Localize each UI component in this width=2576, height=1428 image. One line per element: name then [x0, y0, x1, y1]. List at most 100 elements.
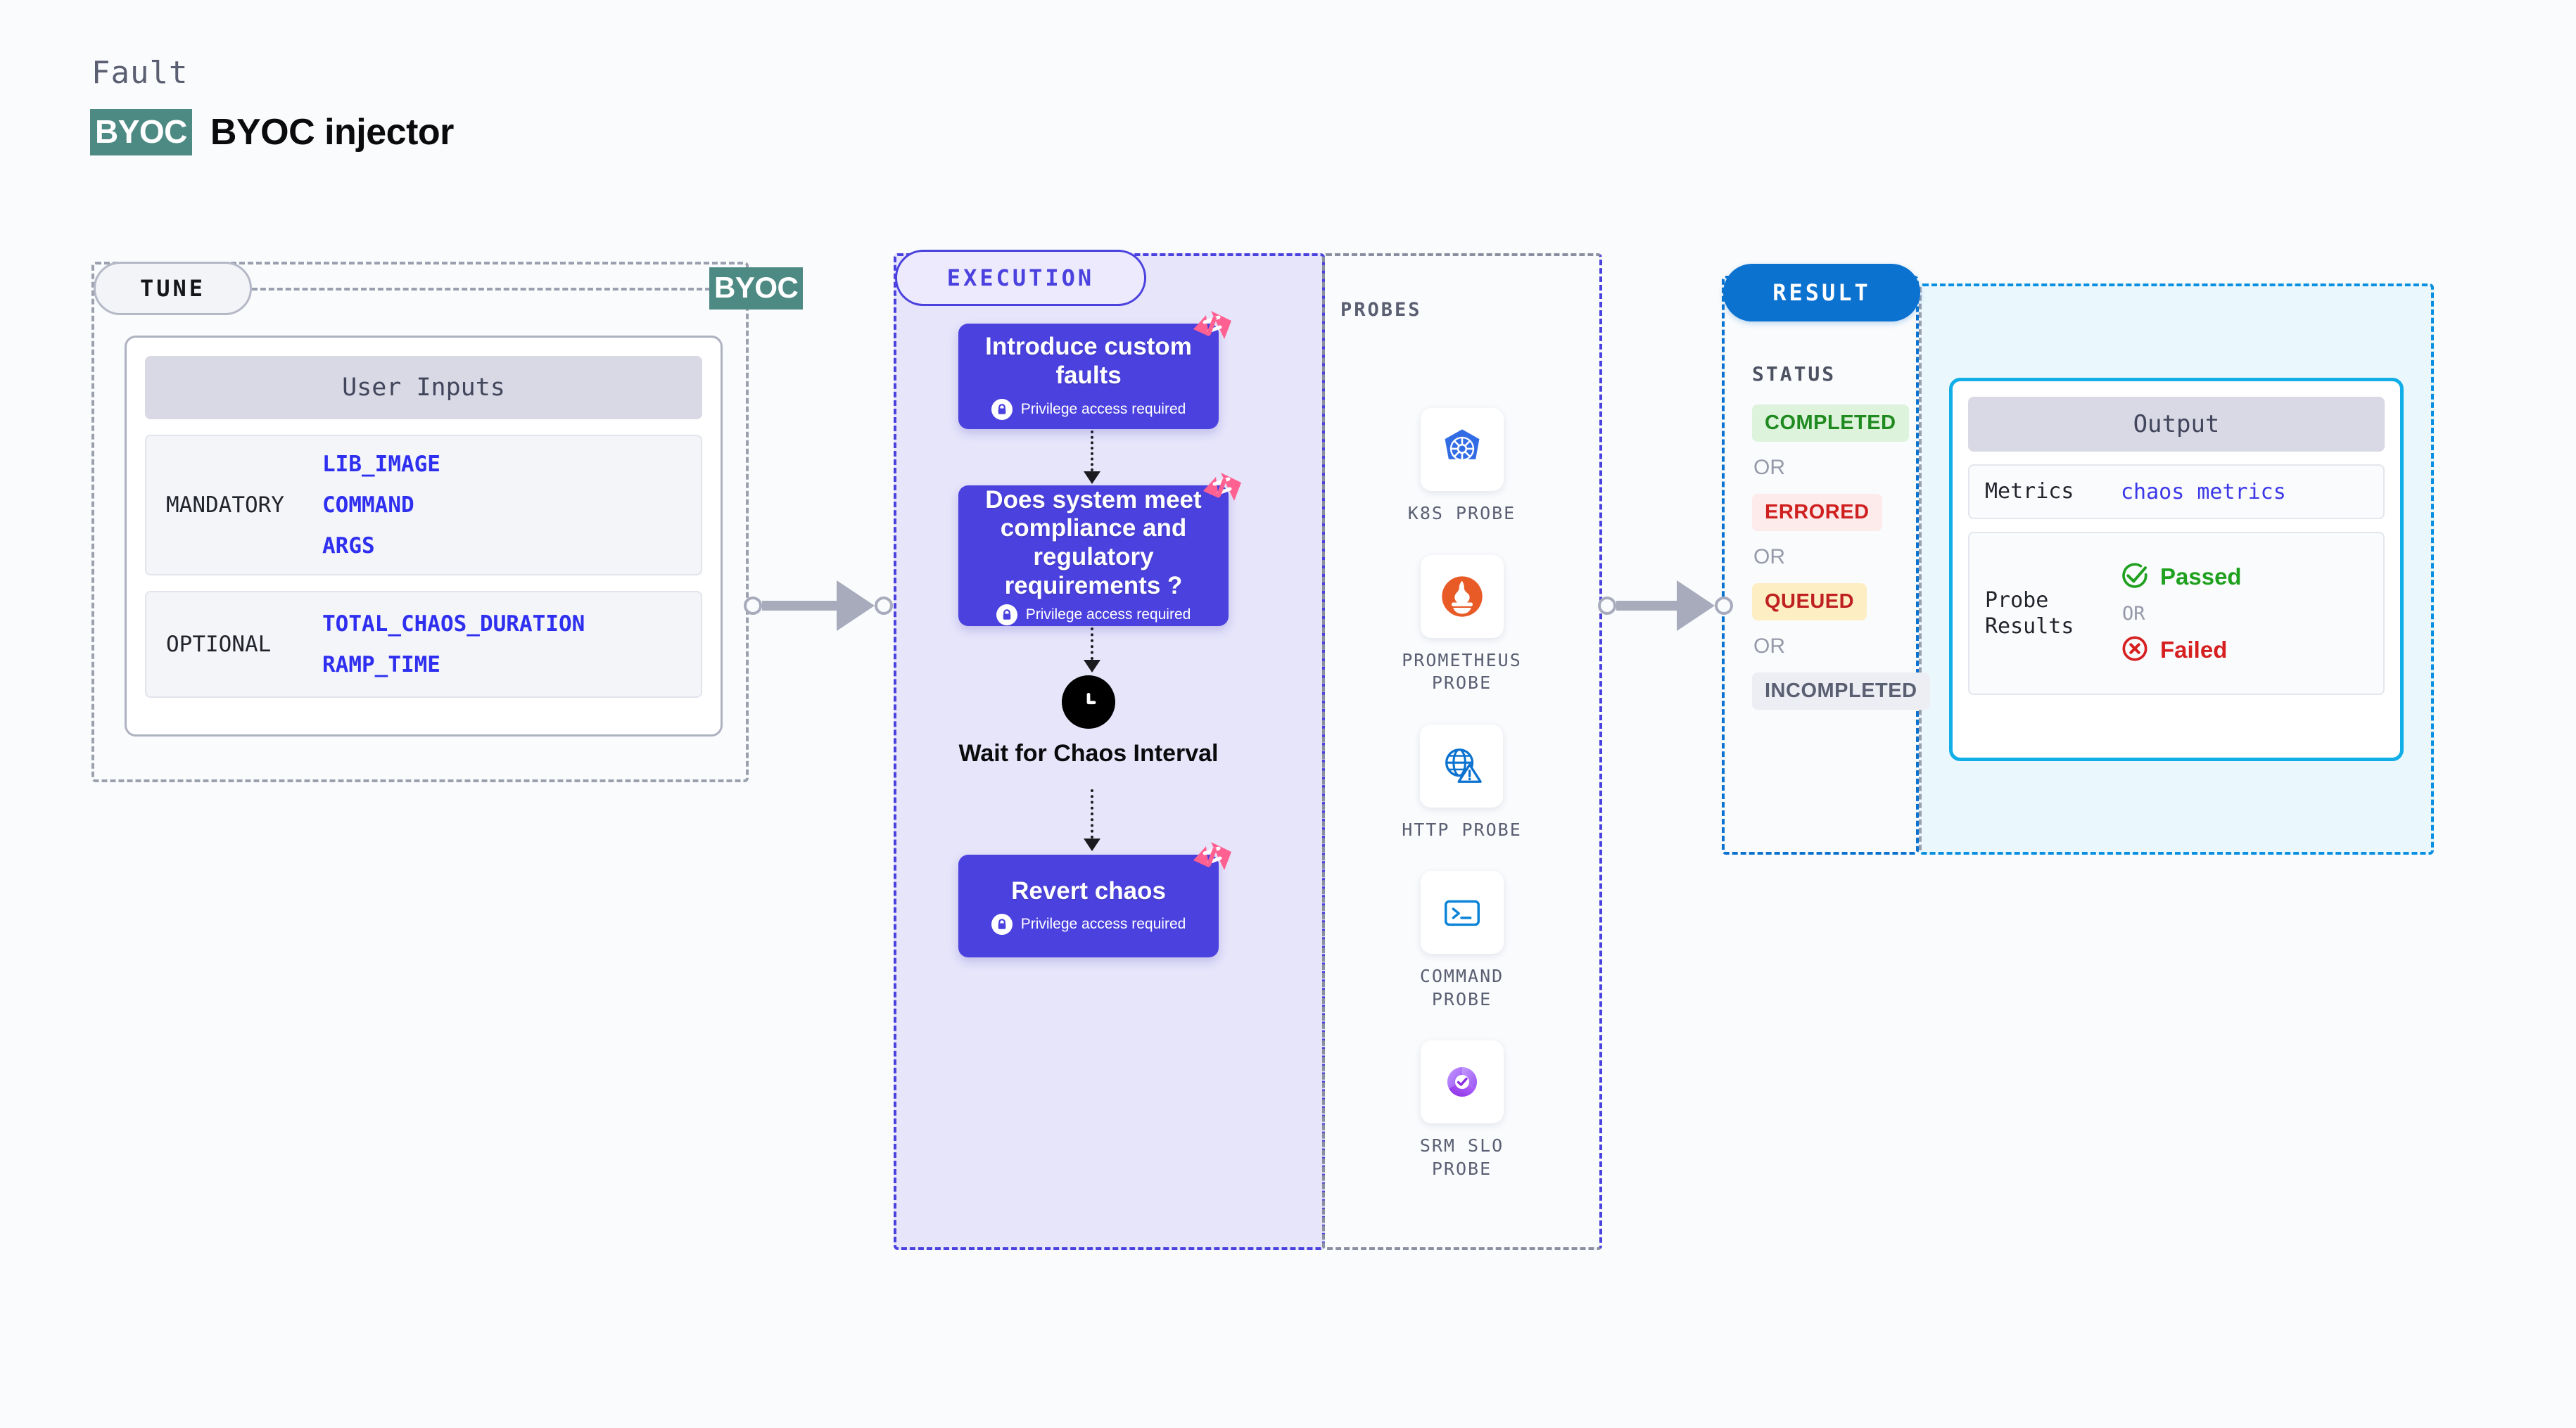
status-or-2: OR — [1753, 545, 1785, 568]
result-section-pill[interactable]: RESULT — [1723, 264, 1920, 321]
probe-label: COMMAND PROBE — [1419, 966, 1504, 1009]
connector-end-dot — [875, 597, 893, 615]
node-revert-chaos[interactable]: Revert chaos Privilege access required — [958, 842, 1231, 957]
lock-icon — [996, 604, 1017, 626]
input-lib-image[interactable]: LIB_IMAGE — [322, 452, 440, 477]
lock-icon — [991, 398, 1013, 420]
mandatory-values: LIB_IMAGE COMMAND ARGS — [322, 436, 440, 574]
node-title: Introduce custom faults — [985, 333, 1192, 389]
probe-item-http[interactable]: HTTP PROBE — [1402, 724, 1522, 842]
check-circle-icon — [2121, 561, 2149, 593]
probe-results-values: Passed OR Failed — [2121, 561, 2242, 666]
node-title: Wait for Chaos Interval — [958, 740, 1219, 767]
tune-section-pill[interactable]: TUNE — [94, 262, 252, 315]
byoc-logo-badge: BYOC — [90, 109, 192, 155]
input-args[interactable]: ARGS — [322, 533, 375, 559]
clock-icon — [1062, 675, 1115, 729]
harness-logo-icon — [1188, 839, 1234, 886]
status-or-1: OR — [1753, 456, 1785, 479]
user-inputs-title: User Inputs — [145, 356, 702, 419]
status-badge-errored: ERRORED — [1752, 494, 1882, 531]
page-title-row: BYOC BYOC injector — [90, 109, 454, 155]
privilege-note: Privilege access required — [991, 914, 1186, 936]
tune-section — [91, 262, 749, 782]
connector-arrowhead — [1677, 580, 1715, 631]
connector-arrowhead — [837, 580, 875, 631]
status-title: STATUS — [1752, 362, 1836, 385]
lock-icon — [991, 914, 1013, 936]
probe-results-or: OR — [2122, 602, 2145, 625]
probe-label: SRM SLO PROBE — [1419, 1135, 1504, 1179]
input-total-chaos-duration[interactable]: TOTAL_CHAOS_DURATION — [322, 611, 585, 637]
harness-logo-icon — [1188, 308, 1234, 355]
status-badge-completed: COMPLETED — [1752, 404, 1909, 442]
harness-logo-icon — [1198, 470, 1244, 516]
privilege-note: Privilege access required — [996, 604, 1191, 626]
optional-inputs-group: OPTIONAL TOTAL_CHAOS_DURATION RAMP_TIME — [145, 591, 702, 698]
flow-arrow-head — [1084, 660, 1100, 672]
connector-bar — [1616, 601, 1678, 611]
status-or-3: OR — [1753, 635, 1785, 658]
privilege-note-text: Privilege access required — [1025, 606, 1191, 623]
mandatory-inputs-group: MANDATORY LIB_IMAGE COMMAND ARGS — [145, 435, 702, 575]
status-list: COMPLETED OR ERRORED OR QUEUED OR INCOMP… — [1752, 404, 1930, 710]
kubernetes-icon — [1420, 408, 1504, 491]
connector-start-dot — [744, 597, 762, 615]
probe-item-k8s[interactable]: K8S PROBE — [1408, 408, 1516, 525]
flow-arrow-2 — [1084, 627, 1100, 672]
metrics-value[interactable]: chaos metrics — [2121, 479, 2286, 504]
page-title: BYOC injector — [210, 112, 455, 153]
status-badge-incompleted: INCOMPLETED — [1752, 672, 1930, 710]
probes-title: PROBES — [1340, 299, 1422, 321]
node-introduce-custom-faults[interactable]: Introduce custom faults Privilege access… — [958, 311, 1231, 429]
connector-bar — [762, 601, 838, 611]
input-ramp-time[interactable]: RAMP_TIME — [322, 652, 440, 677]
prometheus-icon — [1420, 554, 1504, 638]
byoc-edge-badge: BYOC — [709, 267, 804, 310]
output-title: Output — [1968, 397, 2385, 452]
flow-arrow-3 — [1084, 789, 1100, 851]
probe-result-passed-label: Passed — [2160, 563, 2242, 589]
page-eyebrow: Fault — [91, 55, 189, 91]
flow-arrow-1 — [1084, 431, 1100, 484]
metrics-key: Metrics — [1985, 479, 2074, 504]
execution-section-pill[interactable]: EXECUTION — [895, 250, 1146, 306]
connector-tune-to-execution — [744, 580, 893, 631]
probe-result-failed-label: Failed — [2160, 637, 2228, 663]
user-inputs-card: User Inputs MANDATORY LIB_IMAGE COMMAND … — [125, 336, 723, 737]
probe-label: PROMETHEUS PROBE — [1402, 649, 1522, 694]
flow-arrow-line — [1091, 789, 1093, 839]
flow-arrow-head — [1084, 471, 1100, 484]
probe-result-failed: Failed — [2121, 635, 2242, 666]
node-title: Does system meet compliance and regulato… — [985, 485, 1202, 599]
x-circle-icon — [2121, 635, 2149, 666]
flow-arrow-line — [1091, 627, 1093, 660]
srm-slo-icon — [1420, 1040, 1504, 1123]
input-command[interactable]: COMMAND — [322, 492, 414, 518]
flow-arrow-line — [1091, 431, 1093, 471]
node-compliance-check[interactable]: Does system meet compliance and regulato… — [958, 473, 1241, 626]
mandatory-label: MANDATORY — [166, 492, 284, 518]
privilege-note: Privilege access required — [991, 398, 1186, 420]
output-metrics-row: Metrics chaos metrics — [1968, 464, 2385, 519]
probe-item-command[interactable]: COMMAND PROBE — [1400, 871, 1523, 1011]
status-badge-queued: QUEUED — [1752, 583, 1867, 620]
optional-values: TOTAL_CHAOS_DURATION RAMP_TIME — [322, 596, 585, 693]
tune-connector-dashed-line — [252, 288, 711, 291]
privilege-note-text: Privilege access required — [1020, 400, 1186, 417]
connector-start-dot — [1598, 597, 1616, 615]
optional-label: OPTIONAL — [166, 632, 272, 657]
probes-section — [1322, 253, 1602, 1250]
probe-label: HTTP PROBE — [1402, 819, 1522, 840]
probe-item-srm-slo[interactable]: SRM SLO PROBE — [1400, 1040, 1523, 1180]
probe-result-passed: Passed — [2121, 561, 2242, 593]
probes-list: K8S PROBE PROMETHEUS PROBE — [1400, 408, 1523, 1180]
connector-execution-to-result — [1598, 580, 1733, 631]
probe-item-prometheus[interactable]: PROMETHEUS PROBE — [1400, 554, 1523, 695]
node-wait-for-chaos-interval[interactable]: Wait for Chaos Interval — [958, 675, 1219, 767]
node-title: Revert chaos — [1011, 876, 1166, 905]
